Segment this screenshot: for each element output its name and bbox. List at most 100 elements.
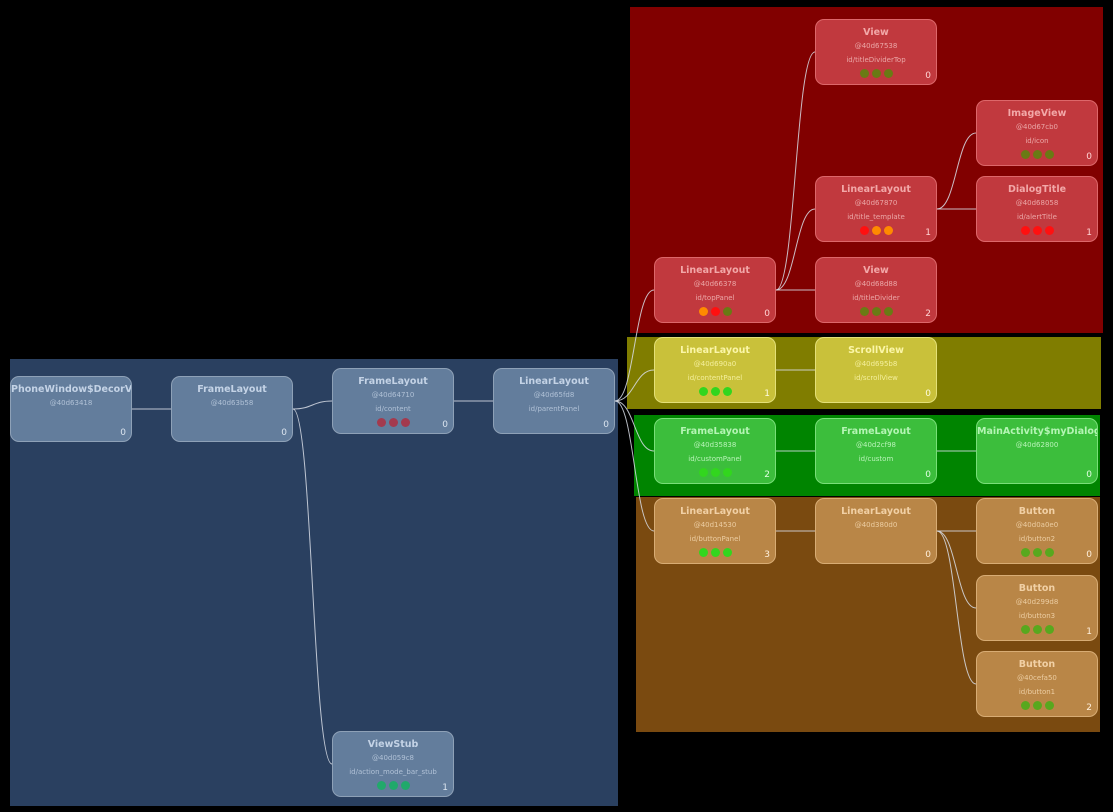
node-index: 0	[925, 389, 931, 399]
timing-dot-icon	[859, 69, 869, 78]
node-class-name: LinearLayout	[680, 506, 750, 517]
timing-dot-icon	[859, 226, 869, 235]
timing-dot-icon	[1032, 548, 1042, 557]
node-index: 2	[925, 309, 931, 319]
node-id: id/alertTitle	[1017, 213, 1057, 221]
node-address: @40d63b58	[210, 399, 254, 407]
timing-dot-icon	[710, 548, 720, 557]
node-id: id/topPanel	[695, 294, 735, 302]
node-address: @40d2cf98	[855, 441, 897, 449]
node-id: id/button3	[1018, 612, 1056, 620]
node-address: @40d0a0e0	[1015, 521, 1059, 529]
node-address: @40d62800	[1015, 441, 1059, 449]
link-topPanel-titleTemplate	[775, 208, 816, 291]
timing-dot-icon	[722, 307, 732, 316]
timing-dot-icon	[1032, 226, 1042, 235]
node-address: @40d059c8	[371, 754, 414, 762]
node-class-name: PhoneWindow$DecorView	[11, 384, 132, 395]
node-class-name: LinearLayout	[680, 345, 750, 356]
timing-dot-icon	[698, 307, 708, 316]
render-timing-indicators	[977, 548, 1097, 557]
timing-dot-icon	[871, 226, 881, 235]
node-index: 0	[925, 550, 931, 560]
node-id: id/content	[375, 405, 411, 413]
node-id: id/contentPanel	[687, 374, 743, 382]
timing-dot-icon	[1032, 150, 1042, 159]
timing-dot-icon	[722, 387, 732, 396]
link-titleTemplate-icon	[936, 132, 977, 210]
timing-dot-icon	[376, 781, 386, 790]
node-id: id/scrollView	[854, 374, 898, 382]
timing-dot-icon	[1020, 625, 1030, 634]
node-address: @40d68058	[1015, 199, 1059, 207]
node-address: @40d63418	[49, 399, 93, 407]
node-id: id/parentPanel	[528, 405, 580, 413]
node-class-name: Button	[1018, 583, 1056, 594]
timing-dot-icon	[1044, 150, 1054, 159]
timing-dot-icon	[722, 548, 732, 557]
node-index: 0	[925, 470, 931, 480]
link-buttonRow-button3	[936, 530, 977, 609]
node-address: @40d35838	[693, 441, 737, 449]
node-index: 3	[764, 550, 770, 560]
timing-dot-icon	[1032, 701, 1042, 710]
timing-dot-icon	[1044, 226, 1054, 235]
node-index: 0	[1086, 152, 1092, 162]
link-parent-contentPanel	[614, 369, 655, 402]
link-frame1-content	[292, 400, 333, 410]
node-address: @40d67cb0	[1015, 123, 1058, 131]
timing-dot-icon	[698, 468, 708, 477]
timing-dot-icon	[1020, 150, 1030, 159]
node-id: id/button2	[1018, 535, 1056, 543]
node-class-name: View	[863, 27, 889, 38]
timing-dot-icon	[710, 307, 720, 316]
node-id: id/buttonPanel	[689, 535, 741, 543]
node-class-name: FrameLayout	[841, 426, 911, 437]
timing-dot-icon	[1044, 625, 1054, 634]
node-id: id/titleDividerTop	[846, 56, 906, 64]
node-index: 0	[281, 428, 287, 438]
node-class-name: LinearLayout	[841, 184, 911, 195]
node-class-name: FrameLayout	[197, 384, 267, 395]
node-address: @40d695b8	[854, 360, 898, 368]
node-index: 0	[764, 309, 770, 319]
render-timing-indicators	[977, 701, 1097, 710]
node-index: 0	[603, 420, 609, 430]
node-index: 1	[1086, 627, 1092, 637]
node-class-name: View	[863, 265, 889, 276]
timing-dot-icon	[388, 418, 398, 427]
timing-dot-icon	[883, 226, 893, 235]
node-address: @40d690a0	[693, 360, 737, 368]
timing-dot-icon	[1020, 226, 1030, 235]
render-timing-indicators	[333, 781, 453, 790]
view-node-frame1[interactable]: FrameLayout @40d63b58 0	[171, 376, 293, 442]
render-timing-indicators	[655, 468, 775, 477]
node-index: 1	[1086, 228, 1092, 238]
node-class-name: Button	[1018, 506, 1056, 517]
node-class-name: FrameLayout	[680, 426, 750, 437]
node-index: 2	[1086, 703, 1092, 713]
node-class-name: ViewStub	[367, 739, 419, 750]
render-timing-indicators	[816, 226, 936, 235]
